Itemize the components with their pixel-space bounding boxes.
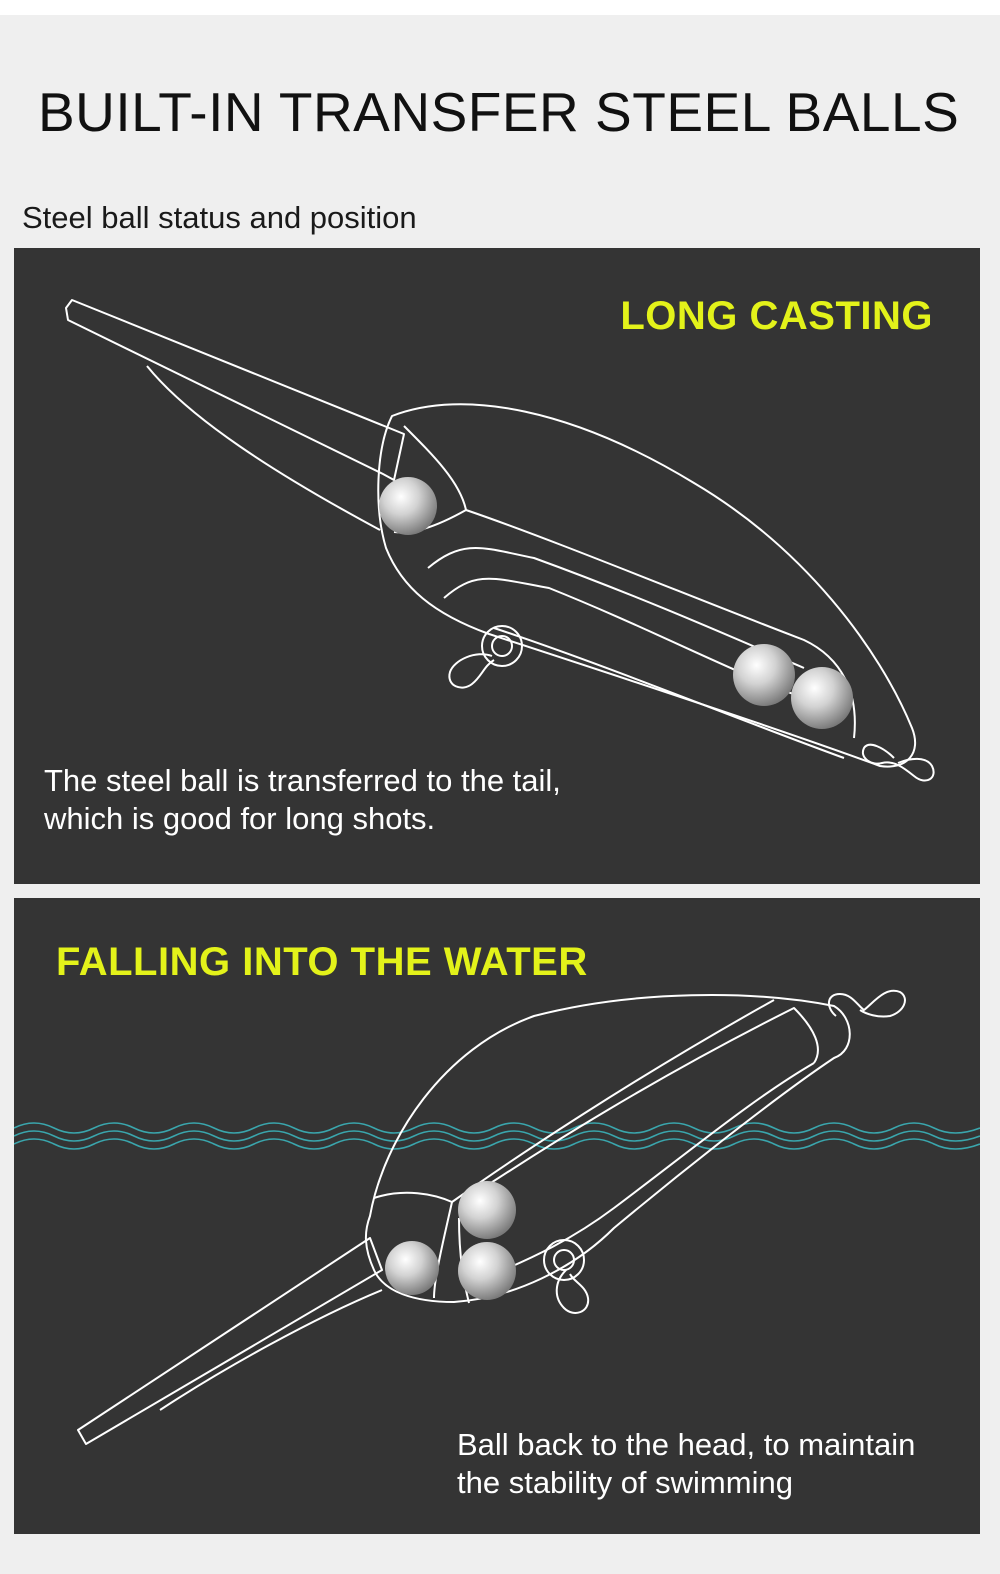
steel-ball-head-1 — [379, 477, 437, 535]
long-casting-lure-illustration — [65, 299, 935, 782]
falling-into-water-lure-illustration — [14, 989, 980, 1445]
long-casting-caption-line-1: The steel ball is transferred to the tai… — [44, 763, 561, 798]
long-casting-heading: LONG CASTING — [620, 294, 933, 338]
long-casting-caption: The steel ball is transferred to the tai… — [44, 762, 561, 838]
falling-into-water-panel: FALLING INTO THE WATER Ball back to the … — [14, 898, 980, 1534]
steel-ball-head-2 — [458, 1181, 516, 1239]
water-surface-waves — [14, 1122, 980, 1150]
falling-into-water-caption: Ball back to the head, to maintain the s… — [457, 1426, 915, 1502]
steel-ball-head-3 — [458, 1242, 516, 1300]
top-strip — [0, 0, 1000, 15]
steel-ball-head-1 — [385, 1241, 439, 1295]
page-subtitle: Steel ball status and position — [22, 200, 417, 235]
falling-into-water-heading: FALLING INTO THE WATER — [56, 940, 588, 984]
long-casting-caption-line-2: which is good for long shots. — [44, 801, 436, 836]
steel-ball-tail-1 — [733, 644, 795, 706]
long-casting-panel: LONG CASTING The steel ball is transferr… — [14, 248, 980, 884]
page-title: BUILT-IN TRANSFER STEEL BALLS — [38, 81, 960, 143]
steel-ball-tail-2 — [791, 667, 853, 729]
falling-into-water-caption-line-2: the stability of swimming — [457, 1465, 793, 1500]
falling-into-water-caption-line-1: Ball back to the head, to maintain — [457, 1427, 916, 1462]
